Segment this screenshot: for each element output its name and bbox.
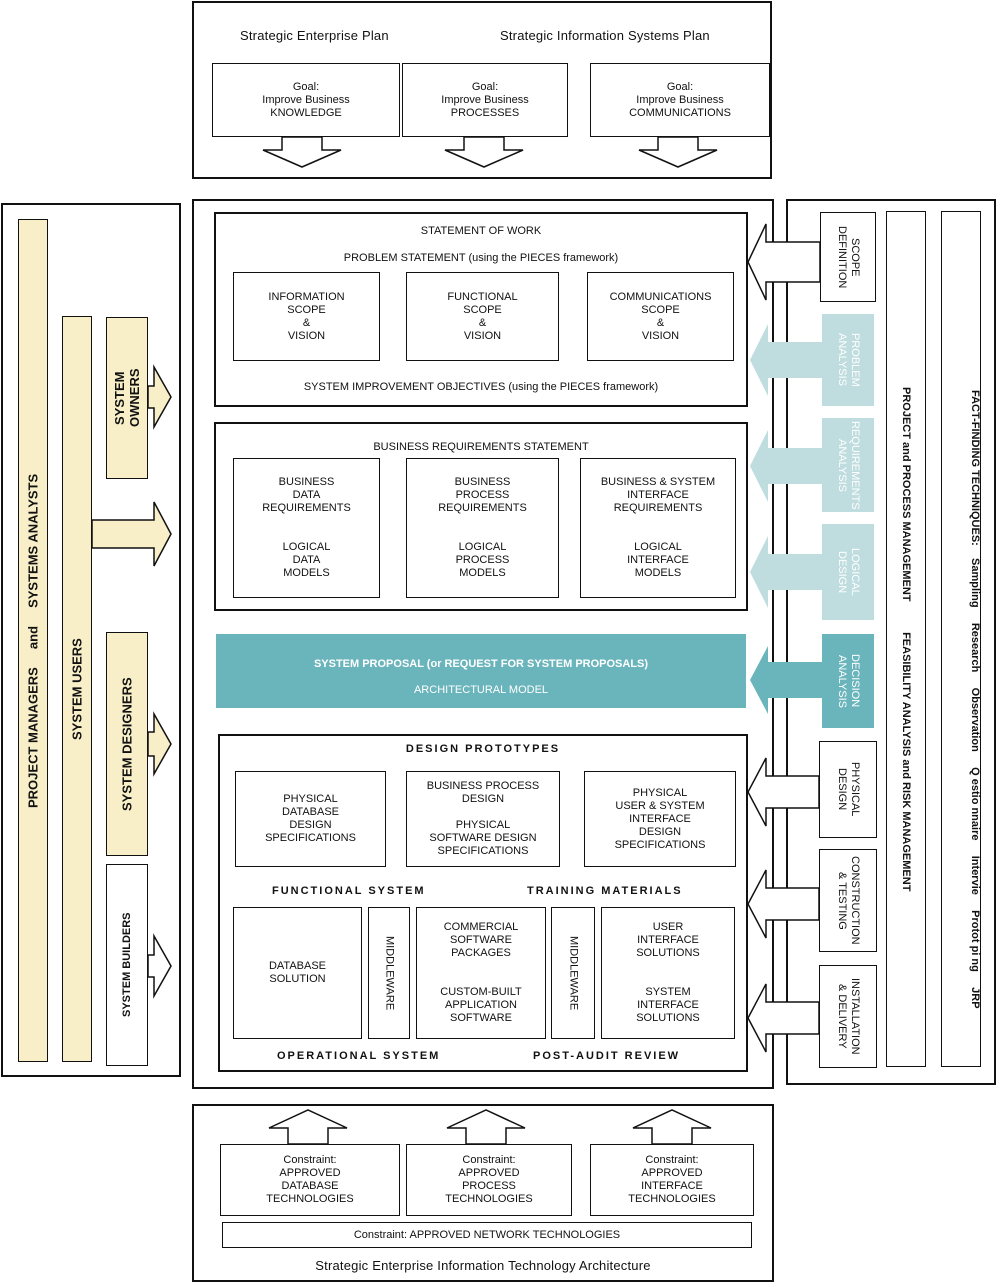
middleware-label-2: MIDDLEWARE bbox=[567, 935, 580, 1011]
decision-analysis-box bbox=[822, 634, 874, 728]
logical-design-box bbox=[822, 524, 874, 620]
analysts-label: PROJECT MANAGERS and SYSTEMS ANALYSTS bbox=[25, 473, 41, 808]
information-scope-box: INFORMATION SCOPE & VISION bbox=[233, 272, 380, 361]
statement-of-work-title: STATEMENT OF WORK bbox=[420, 225, 542, 237]
fact-finding-label: FACT-FINDING TECHNIQUES: Sampling Resear… bbox=[969, 389, 981, 1009]
problem-statement-title: PROBLEM STATEMENT (using the PIECES fram… bbox=[343, 252, 619, 264]
scope-definition-label: SCOPE DEFINITION bbox=[836, 225, 861, 289]
goal-communications-box: Goal: Improve Business COMMUNICATIONS bbox=[590, 63, 770, 137]
requirements-analysis-box bbox=[822, 418, 874, 512]
process-requirements-box: BUSINESS PROCESS REQUIREMENTS LOGICAL PR… bbox=[406, 458, 559, 598]
fact-finding-column bbox=[941, 211, 981, 1067]
process-constraint-box: Constraint: APPROVED PROCESS TECHNOLOGIE… bbox=[406, 1144, 572, 1216]
middleware-box-2: MIDDLEWARE bbox=[551, 907, 595, 1039]
training-materials-label: TRAINING MATERIALS bbox=[527, 885, 683, 897]
requirements-analysis-label: REQUIREMENTS ANALYSIS bbox=[836, 420, 861, 510]
problem-analysis-box bbox=[822, 314, 874, 406]
network-constraint-box: Constraint: APPROVED NETWORK TECHNOLOGIE… bbox=[222, 1222, 752, 1248]
system-builders-box bbox=[106, 864, 148, 1066]
system-builders-label: SYSTEM BUILDERS bbox=[121, 912, 133, 1018]
database-constraint-box: Constraint: APPROVED DATABASE TECHNOLOGI… bbox=[220, 1144, 400, 1216]
logical-design-label: LOGICAL DESIGN bbox=[836, 548, 861, 596]
architecture-caption: Strategic Enterprise Information Technol… bbox=[315, 1258, 651, 1273]
architectural-model-label: ARCHITECTURAL MODEL bbox=[413, 684, 549, 696]
database-solution-box: DATABASE SOLUTION bbox=[233, 907, 362, 1039]
post-audit-label: POST-AUDIT REVIEW bbox=[533, 1050, 681, 1062]
physical-design-box bbox=[819, 741, 877, 838]
system-users-label: SYSTEM USERS bbox=[69, 638, 85, 740]
construction-testing-box bbox=[819, 849, 877, 952]
system-users-bar bbox=[62, 316, 92, 1062]
decision-analysis-label: DECISION ANALYSIS bbox=[836, 654, 861, 708]
interface-design-box: PHYSICAL USER & SYSTEM INTERFACE DESIGN … bbox=[584, 771, 736, 867]
system-proposal-box bbox=[216, 634, 746, 708]
management-column bbox=[886, 211, 926, 1067]
interface-constraint-box: Constraint: APPROVED INTERFACE TECHNOLOG… bbox=[590, 1144, 754, 1216]
system-designers-label: SYSTEM DESIGNERS bbox=[119, 677, 135, 811]
business-requirements-title: BUSINESS REQUIREMENTS STATEMENT bbox=[373, 441, 589, 453]
operational-system-label: OPERATIONAL SYSTEM bbox=[277, 1050, 441, 1062]
database-design-box: PHYSICAL DATABASE DESIGN SPECIFICATIONS bbox=[235, 771, 386, 867]
functional-scope-box: FUNCTIONAL SCOPE & VISION bbox=[406, 272, 559, 361]
improvement-objectives-title: SYSTEM IMPROVEMENT OBJECTIVES (using the… bbox=[303, 381, 659, 393]
analysts-bar bbox=[18, 219, 48, 1062]
system-owners-box bbox=[106, 317, 148, 479]
middleware-label-1: MIDDLEWARE bbox=[383, 935, 396, 1011]
installation-delivery-label: INSTALLATION & DELIVERY bbox=[836, 978, 861, 1055]
interface-requirements-box: BUSINESS & SYSTEM INTERFACE REQUIREMENTS… bbox=[580, 458, 736, 598]
goal-processes-box: Goal: Improve Business PROCESSES bbox=[402, 63, 568, 137]
interface-solutions-box: USER INTERFACE SOLUTIONS SYSTEM INTERFAC… bbox=[601, 907, 735, 1039]
system-proposal-title: SYSTEM PROPOSAL (or REQUEST FOR SYSTEM P… bbox=[313, 658, 649, 670]
construction-testing-label: CONSTRUCTION & TESTING bbox=[836, 856, 861, 945]
goal-knowledge-box: Goal: Improve Business KNOWLEDGE bbox=[212, 63, 400, 137]
strategic-is-plan-title: Strategic Information Systems Plan bbox=[500, 28, 710, 43]
communications-scope-box: COMMUNICATIONS SCOPE & VISION bbox=[587, 272, 734, 361]
data-requirements-box: BUSINESS DATA REQUIREMENTS LOGICAL DATA … bbox=[233, 458, 380, 598]
strategic-enterprise-plan-title: Strategic Enterprise Plan bbox=[240, 28, 389, 43]
software-solution-box: COMMERCIAL SOFTWARE PACKAGES CUSTOM-BUIL… bbox=[416, 907, 546, 1039]
physical-design-label: PHYSICAL DESIGN bbox=[836, 762, 861, 817]
design-prototypes-title: DESIGN PROTOTYPES bbox=[405, 743, 561, 755]
problem-analysis-label: PROBLEM ANALYSIS bbox=[836, 333, 861, 387]
software-design-box: BUSINESS PROCESS DESIGN PHYSICAL SOFTWAR… bbox=[406, 771, 560, 867]
management-label: PROJECT and PROCESS MANAGEMENT FEASIBILI… bbox=[900, 386, 912, 892]
system-owners-label: SYSTEM OWNERS bbox=[112, 368, 142, 428]
functional-system-label: FUNCTIONAL SYSTEM bbox=[272, 885, 426, 897]
middleware-box-1: MIDDLEWARE bbox=[368, 907, 410, 1039]
